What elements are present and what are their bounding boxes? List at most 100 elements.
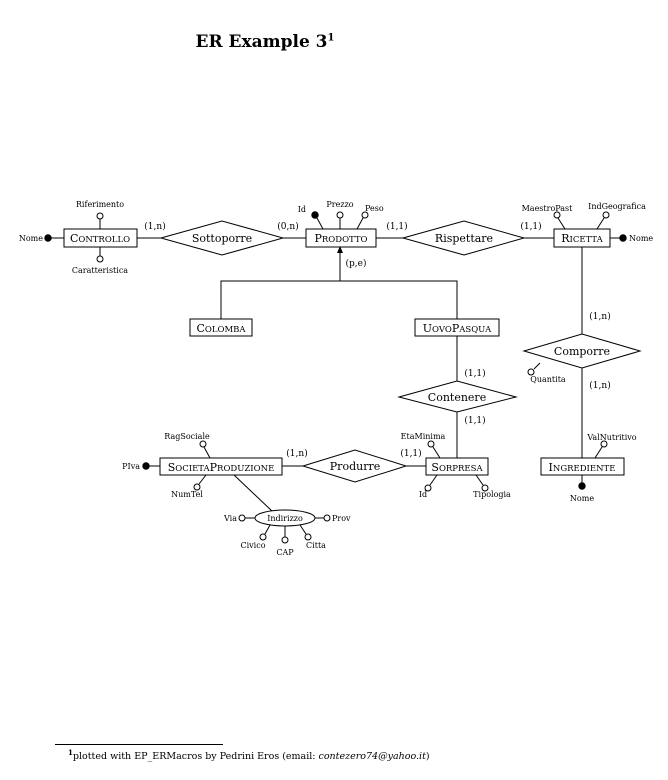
attr-prodotto-id-label: Id — [298, 205, 306, 214]
attr-comporre-quantita-label: Quantita — [530, 375, 566, 384]
footnote: 1plotted with EP_ERMacros by Pedrini Ero… — [68, 748, 430, 763]
card-ricetta-rispettare: (1,1) — [520, 221, 541, 232]
card-societa-produrre: (1,n) — [286, 448, 307, 459]
stem-societa-ragsociale — [203, 446, 211, 459]
entity-ingrediente-box — [540, 457, 625, 476]
diagram-title: ER Example 31 — [195, 32, 335, 52]
rel-rispettare-label: Rispettare — [435, 232, 493, 245]
rel-contenere-label: Contenere — [428, 391, 486, 404]
attr-controllo-caratteristica-label: Caratteristica — [72, 266, 128, 275]
rel-contenere-diamond — [397, 380, 518, 413]
rel-comporre-diamond — [522, 333, 642, 369]
key-ricetta-nome-circle — [619, 234, 627, 242]
card-ingrediente-comporre: (1,n) — [589, 380, 610, 391]
entity-colomba-label: COLOMBA — [196, 322, 246, 335]
card-prodotto-rispettare: (1,1) — [386, 221, 407, 232]
attr-ricetta-maestropast-label: MaestroPast — [522, 204, 574, 213]
key-prodotto-id-circle — [311, 211, 319, 219]
entity-ricetta-box — [553, 228, 611, 248]
entity-sorpresa-label: SORPRESA — [431, 461, 483, 474]
attr-ingrediente-nome-label: Nome — [570, 494, 594, 503]
attr-indirizzo-citta-label: Citta — [306, 541, 326, 550]
attr-prodotto-peso-label: Peso — [365, 204, 384, 213]
entity-colomba-box — [189, 318, 253, 337]
attr-indirizzo-via-label: Via — [223, 514, 237, 523]
attr-ricetta-nome-label: Nome — [629, 234, 653, 243]
attr-societa-ragsociale-circle — [199, 440, 207, 448]
attr-controllo-riferimento-circle — [96, 212, 104, 220]
card-uovopasqua-contenere: (1,1) — [464, 368, 485, 379]
entity-ricetta-label: RICETTA — [561, 232, 603, 245]
attr-indirizzo-via-circle — [238, 514, 246, 522]
rel-sottoporre-diamond — [159, 220, 285, 256]
entity-prodotto-label: PRODOTTO — [314, 232, 367, 245]
stem-societa-numtel — [198, 474, 207, 485]
attr-prodotto-peso-circle — [361, 211, 369, 219]
card-prodotto-sottoporre: (0,n) — [277, 221, 298, 232]
attr-indirizzo-civico-label: Civico — [240, 541, 265, 550]
attr-indirizzo-citta-circle — [304, 533, 312, 541]
stem-sorpresa-id — [429, 474, 438, 486]
card-ricetta-comporre: (1,n) — [589, 311, 610, 322]
footnote-rule — [55, 744, 223, 745]
attr-sorpresa-etaminima-label: EtaMinima — [401, 432, 446, 441]
stem-sorpresa-tipologia — [475, 474, 484, 486]
attr-sorpresa-etaminima-circle — [427, 440, 435, 448]
attr-controllo-riferimento-label: Riferimento — [76, 200, 124, 209]
generalization-arrow-icon — [337, 246, 343, 253]
entity-societaproduzione-label: SOCIETAPRODUZIONE — [168, 461, 275, 474]
attr-sorpresa-id-label: Id — [419, 490, 427, 499]
attr-indirizzo-prov-circle — [323, 514, 331, 522]
attr-indirizzo-cap-label: CAP — [276, 548, 294, 557]
attr-indirizzo-civico-circle — [259, 533, 267, 541]
attr-ricetta-maestropast-circle — [553, 211, 561, 219]
card-sorpresa-contenere: (1,1) — [464, 415, 485, 426]
stem-indirizzo-civico — [264, 524, 271, 535]
key-ingrediente-nome-circle — [578, 482, 586, 490]
attr-ingrediente-valnutritivo-label: ValNutritivo — [586, 433, 636, 442]
entity-uovopasqua-box — [414, 318, 500, 337]
stem-ricetta-maestropast — [557, 217, 566, 230]
attr-societa-numtel-circle — [193, 483, 201, 491]
footnote-email: contezero74@yahoo.it — [318, 751, 426, 763]
card-sorpresa-produrre: (1,1) — [400, 448, 421, 459]
rel-comporre-label: Comporre — [554, 345, 610, 358]
attr-prodotto-prezzo-label: Prezzo — [326, 200, 353, 209]
rel-sottoporre-label: Sottoporre — [192, 232, 252, 245]
attr-controllo-caratteristica-circle — [96, 255, 104, 263]
attr-prodotto-prezzo-circle — [336, 211, 344, 219]
attr-societa-numtel-label: NumTel — [171, 490, 203, 499]
entity-sorpresa-box — [425, 457, 489, 476]
stem-indirizzo-citta — [299, 524, 307, 535]
attr-societa-piva-label: PIva — [122, 462, 140, 471]
attr-indirizzo-cap-circle — [281, 536, 289, 544]
attr-societa-ragsociale-label: RagSociale — [164, 432, 210, 441]
rel-rispettare-diamond — [401, 220, 526, 256]
attr-ingrediente-valnutritivo-circle — [600, 440, 608, 448]
attr-controllo-nome-label: Nome — [19, 234, 43, 243]
entity-controllo-label: CONTROLLO — [70, 232, 130, 245]
stem-ricetta-indgeografica — [596, 217, 605, 230]
attr-comporre-quantita-circle — [527, 368, 535, 376]
entity-prodotto-box — [305, 228, 377, 248]
stem-comporre-quantita — [533, 362, 541, 370]
stem-prodotto-peso — [356, 217, 364, 230]
attr-sorpresa-id-circle — [424, 484, 432, 492]
attr-sorpresa-tipologia-label: Tipologia — [473, 490, 511, 499]
card-controllo-sottoporre: (1,n) — [144, 221, 165, 232]
attr-indirizzo-ellipse — [254, 509, 316, 527]
attr-indirizzo-prov-label: Prov — [332, 514, 351, 523]
entity-societaproduzione-box — [159, 457, 283, 476]
entity-controllo-box — [63, 228, 138, 248]
rel-produrre-diamond — [301, 449, 408, 483]
key-societa-piva-circle — [142, 462, 150, 470]
stem-societa-indirizzo — [233, 474, 274, 513]
entity-ingrediente-label: INGREDIENTE — [549, 461, 616, 474]
key-controllo-nome-circle — [44, 234, 52, 242]
card-generalization: (p,e) — [346, 258, 367, 269]
generalization-branch — [220, 280, 458, 319]
entity-uovopasqua-label: UOVOPASQUA — [423, 322, 492, 335]
attr-ricetta-indgeografica-circle — [602, 211, 610, 219]
rel-produrre-label: Produrre — [330, 460, 380, 473]
